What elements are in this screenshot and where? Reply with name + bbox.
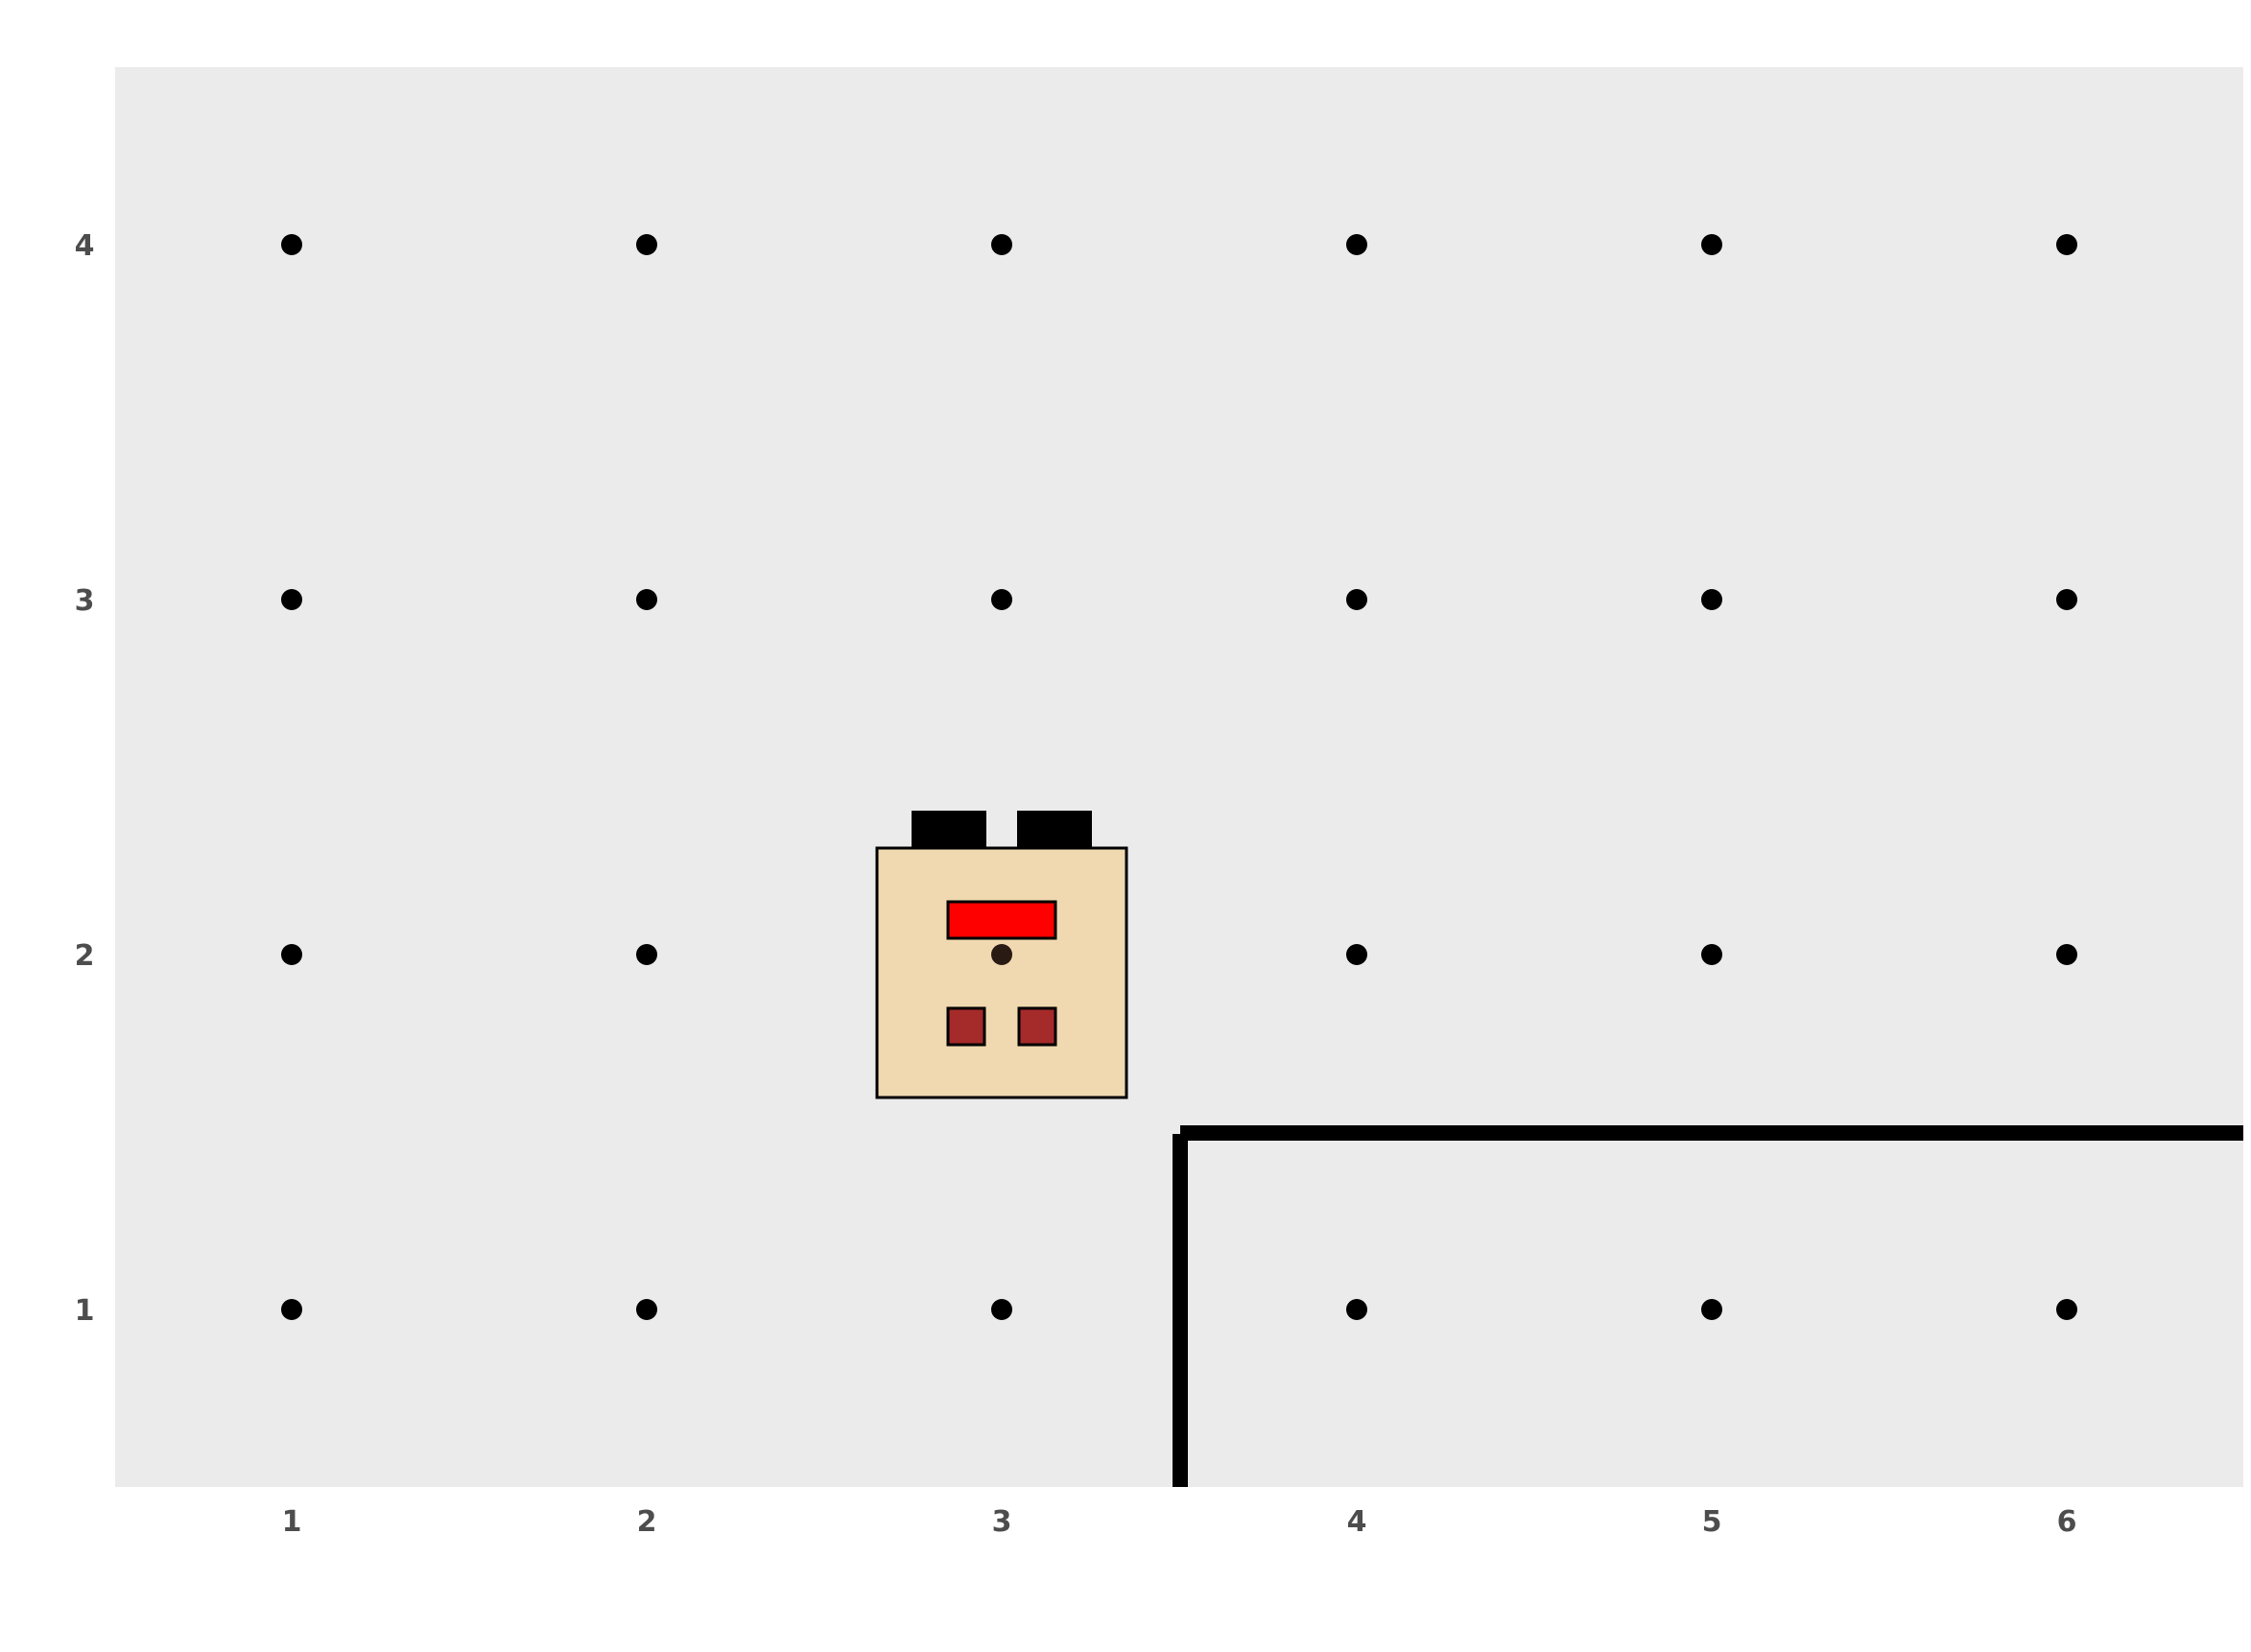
robot-wheel-right bbox=[1017, 811, 1092, 849]
y-tick-label: 3 bbox=[75, 584, 95, 618]
x-tick-label: 6 bbox=[2057, 1505, 2077, 1539]
grid-dot bbox=[281, 234, 302, 255]
grid-dot bbox=[1701, 234, 1722, 255]
x-tick-label: 3 bbox=[992, 1505, 1012, 1539]
grid-dot bbox=[1701, 944, 1722, 965]
robot-wheel-left bbox=[912, 811, 986, 849]
robot-center-dot bbox=[991, 944, 1012, 965]
y-tick-label: 2 bbox=[75, 939, 95, 973]
grid-dot bbox=[281, 1299, 302, 1320]
x-tick-label: 5 bbox=[1702, 1505, 1722, 1539]
robot-button-right bbox=[1017, 1006, 1057, 1047]
robot-body bbox=[875, 846, 1128, 1099]
grid-dot bbox=[991, 589, 1012, 610]
grid-dot bbox=[2056, 589, 2077, 610]
grid-dot bbox=[1346, 944, 1367, 965]
x-tick-label: 2 bbox=[637, 1505, 657, 1539]
robot bbox=[875, 811, 1128, 1099]
grid-dot bbox=[281, 944, 302, 965]
x-tick-label: 1 bbox=[282, 1505, 302, 1539]
grid-dot bbox=[1701, 589, 1722, 610]
walls bbox=[1173, 1125, 2243, 1487]
grid-dot bbox=[1346, 589, 1367, 610]
y-tick-label: 4 bbox=[75, 229, 95, 263]
grid-dot bbox=[1346, 1299, 1367, 1320]
grid-dot bbox=[636, 589, 657, 610]
grid-dot bbox=[2056, 234, 2077, 255]
robot-visor bbox=[946, 900, 1057, 940]
x-tick-label: 4 bbox=[1347, 1505, 1367, 1539]
grid-dots bbox=[281, 234, 2077, 1320]
grid-dot bbox=[1701, 1299, 1722, 1320]
grid-dot bbox=[281, 589, 302, 610]
y-tick-label: 1 bbox=[75, 1294, 95, 1328]
grid-dot bbox=[636, 944, 657, 965]
y-axis-labels: 1 2 3 4 bbox=[75, 229, 95, 1328]
grid-dot bbox=[991, 234, 1012, 255]
grid-dot bbox=[2056, 1299, 2077, 1320]
grid-dot bbox=[636, 234, 657, 255]
grid-dot bbox=[636, 1299, 657, 1320]
grid-dot bbox=[2056, 944, 2077, 965]
grid-dot bbox=[1346, 234, 1367, 255]
robot-button-left bbox=[946, 1006, 986, 1047]
x-axis-labels: 1 2 3 4 5 6 bbox=[282, 1505, 2077, 1539]
grid-dot bbox=[991, 1299, 1012, 1320]
